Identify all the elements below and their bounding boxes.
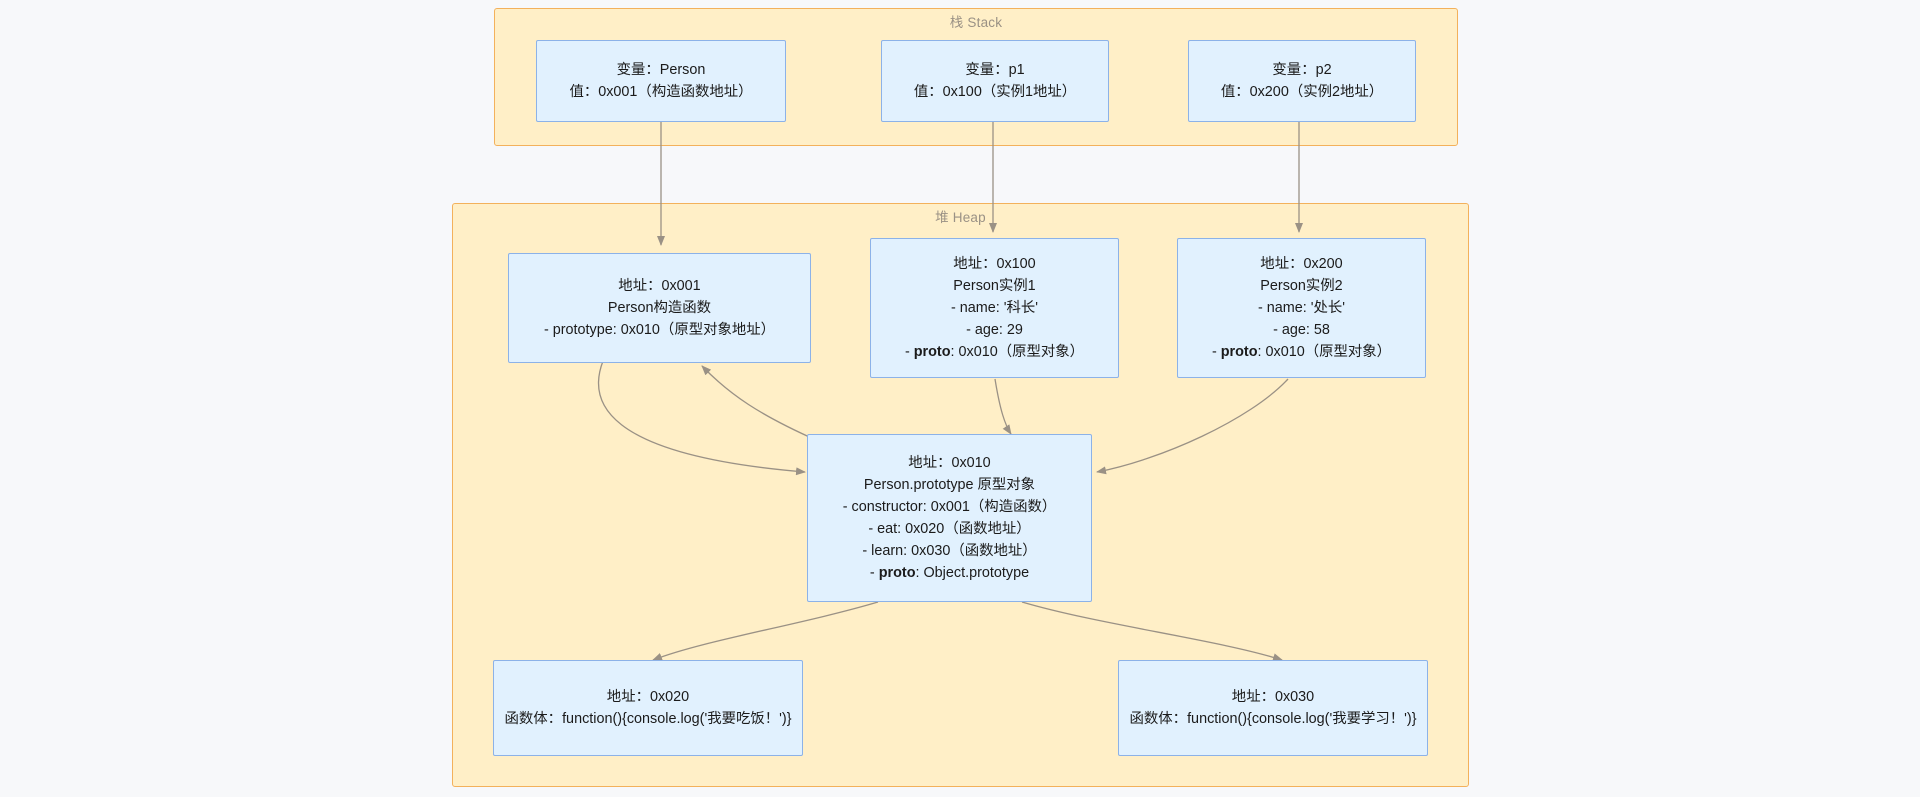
node-variable-p2[interactable]: 变量：p2 值：0x200（实例2地址）: [1188, 40, 1416, 122]
variable-person-value: 值：0x001（构造函数地址）: [569, 84, 753, 100]
variable-p2-value: 值：0x200（实例2地址）: [1220, 84, 1384, 100]
variable-p2-name: 变量：p2: [1272, 62, 1332, 78]
proto-proto-value: : Object.prototype: [915, 565, 1030, 581]
node-variable-person[interactable]: 变量：Person 值：0x001（构造函数地址）: [536, 40, 786, 122]
inst2-address: 地址：0x200: [1260, 256, 1343, 272]
node-function-learn[interactable]: 地址：0x030 函数体：function(){console.log('我要学…: [1118, 660, 1428, 756]
inst2-proto-prefix: -: [1211, 344, 1221, 360]
inst2-title: Person实例2: [1260, 278, 1343, 294]
proto-proto-key: proto: [878, 565, 916, 581]
inst2-proto-value: : 0x010（原型对象）: [1257, 344, 1392, 360]
inst1-proto-value: : 0x010（原型对象）: [950, 344, 1085, 360]
variable-p1-value: 值：0x100（实例1地址）: [913, 84, 1077, 100]
proto-title: Person.prototype 原型对象: [863, 477, 1036, 493]
proto-proto-prefix: -: [869, 565, 879, 581]
proto-eat-field: - eat: 0x020（函数地址）: [868, 521, 1031, 537]
node-person-instance-2[interactable]: 地址：0x200 Person实例2 - name: '处长' - age: 5…: [1177, 238, 1426, 378]
inst1-age-field: - age: 29: [966, 322, 1023, 338]
learn-body: 函数体：function(){console.log('我要学习！')}: [1129, 711, 1417, 727]
cluster-stack-label: 栈 Stack: [949, 15, 1003, 30]
inst2-proto-field: - proto: 0x010（原型对象）: [1212, 341, 1391, 363]
inst1-title: Person实例1: [953, 278, 1036, 294]
proto-learn-field: - learn: 0x030（函数地址）: [862, 543, 1037, 559]
proto-proto-field: - proto: Object.prototype: [870, 562, 1029, 584]
node-person-prototype[interactable]: 地址：0x010 Person.prototype 原型对象 - constru…: [807, 434, 1092, 602]
learn-address: 地址：0x030: [1231, 689, 1315, 705]
inst2-name-field: - name: '处长': [1257, 300, 1346, 316]
variable-person-name: 变量：Person: [616, 62, 706, 78]
inst1-proto-field: - proto: 0x010（原型对象）: [905, 341, 1084, 363]
inst2-age-field: - age: 58: [1273, 322, 1330, 338]
node-person-constructor[interactable]: 地址：0x001 Person构造函数 - prototype: 0x010（原…: [508, 253, 811, 363]
proto-constructor-field: - constructor: 0x001（构造函数）: [842, 499, 1057, 515]
inst1-address: 地址：0x100: [953, 256, 1036, 272]
ctor-title: Person构造函数: [607, 300, 712, 316]
node-function-eat[interactable]: 地址：0x020 函数体：function(){console.log('我要吃…: [493, 660, 803, 756]
inst1-proto-key: proto: [913, 344, 951, 360]
inst1-name-field: - name: '科长': [950, 300, 1039, 316]
inst2-proto-key: proto: [1220, 344, 1258, 360]
eat-address: 地址：0x020: [606, 689, 690, 705]
node-person-instance-1[interactable]: 地址：0x100 Person实例1 - name: '科长' - age: 2…: [870, 238, 1119, 378]
eat-body: 函数体：function(){console.log('我要吃饭！')}: [504, 711, 792, 727]
cluster-heap-label: 堆 Heap: [935, 210, 986, 225]
ctor-address: 地址：0x001: [618, 278, 701, 294]
variable-p1-name: 变量：p1: [965, 62, 1025, 78]
inst1-proto-prefix: -: [904, 344, 914, 360]
node-variable-p1[interactable]: 变量：p1 值：0x100（实例1地址）: [881, 40, 1109, 122]
ctor-prototype-field: - prototype: 0x010（原型对象地址）: [543, 322, 776, 338]
proto-address: 地址：0x010: [908, 455, 991, 471]
